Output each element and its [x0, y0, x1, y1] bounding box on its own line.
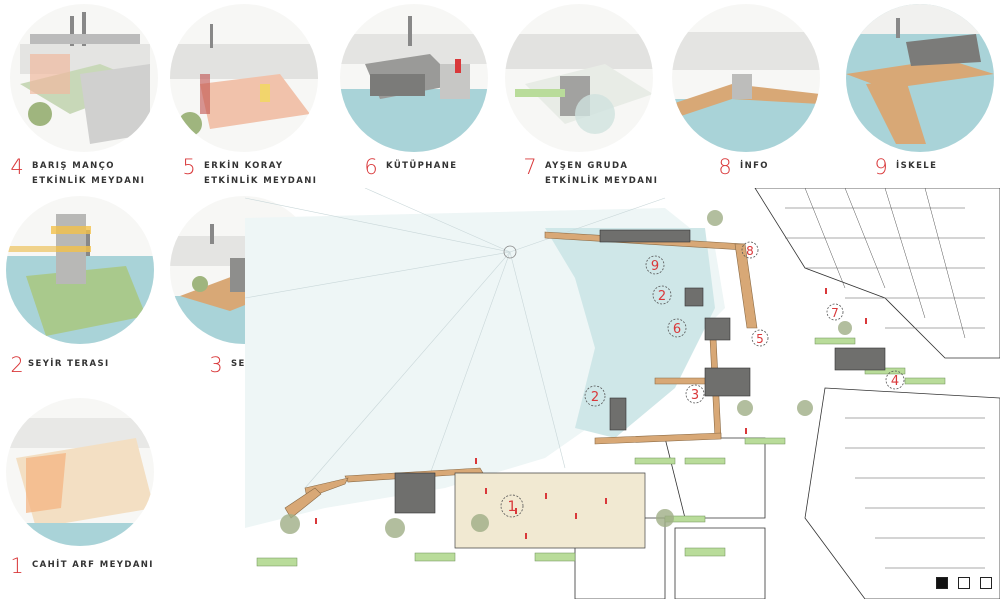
caption-line1: İSKELE — [896, 161, 938, 171]
vignette-iskele — [846, 4, 994, 152]
caption-line1: İNFO — [740, 161, 769, 171]
plan-marker-4: 4 — [885, 370, 905, 390]
caption-number: 7 — [523, 155, 537, 179]
caption-line1: KÜTÜPHANE — [386, 161, 458, 171]
svg-text:6: 6 — [673, 322, 681, 337]
caption-line2: ETKİNLİK MEYDANI — [545, 176, 659, 186]
compass-rose — [503, 245, 517, 259]
waterfront-buildings — [394, 229, 886, 514]
vignette-barismanco — [10, 4, 158, 152]
caption-number: 2 — [10, 353, 24, 377]
vignette-aysengruda — [505, 4, 653, 152]
svg-text:3: 3 — [691, 388, 699, 403]
caption-line1: SEYİR TERASI — [28, 359, 110, 369]
trees — [280, 210, 852, 538]
svg-text:7: 7 — [831, 306, 839, 320]
caption-2: 2 SEYİR TERASI — [6, 355, 110, 376]
caption-8: 8 İNFO — [714, 157, 769, 178]
plan-marker-9: 9 — [645, 255, 665, 275]
caption-number: 8 — [718, 155, 732, 179]
plan-marker-8: 8 — [741, 241, 759, 259]
caption-number: 5 — [182, 155, 196, 179]
caption-number: 9 — [874, 155, 888, 179]
caption-number: 6 — [364, 155, 378, 179]
svg-text:5: 5 — [756, 332, 764, 346]
svg-text:4: 4 — [891, 374, 899, 389]
caption-7: 7 AYŞEN GRUDA ETKİNLİK MEYDANI — [519, 157, 658, 189]
caption-6: 6 KÜTÜPHANE — [360, 157, 457, 178]
caption-line1: ERKİN KORAY — [204, 161, 284, 171]
plan-marker-3: 3 — [685, 384, 705, 404]
plan-marker-2b: 2 — [584, 385, 606, 407]
caption-9: 9 İSKELE — [870, 157, 937, 178]
site-plan: 9 8 2 7 6 5 3 4 2 1 — [245, 188, 1000, 599]
page-indicator-2[interactable] — [958, 577, 970, 589]
page-indicator-3[interactable] — [980, 577, 992, 589]
cahit-arf-square — [454, 472, 646, 549]
plan-marker-7: 7 — [826, 303, 844, 321]
caption-line1: CAHİT ARF MEYDANI — [32, 560, 154, 570]
caption-5: 5 ERKİN KORAY ETKİNLİK MEYDANI — [178, 157, 317, 189]
caption-line2: ETKİNLİK MEYDANI — [32, 176, 146, 186]
page-indicator-1[interactable] — [936, 577, 948, 589]
vignette-seyirterasi — [6, 196, 154, 344]
vignette-cahitarf — [6, 398, 154, 546]
building-grid — [785, 188, 985, 569]
svg-text:1: 1 — [508, 499, 517, 515]
people — [315, 288, 867, 539]
water-shallow — [545, 228, 715, 438]
caption-number: 4 — [10, 155, 24, 179]
plan-marker-5: 5 — [751, 329, 769, 347]
caption-line2: ETKİNLİK MEYDANI — [204, 176, 318, 186]
plan-marker-1: 1 — [500, 494, 524, 518]
plan-marker-2a: 2 — [652, 285, 672, 305]
grass-strips — [256, 337, 946, 567]
vignette-kutuphane — [340, 4, 488, 152]
caption-line1: BARIŞ MANÇO — [32, 161, 115, 171]
svg-text:8: 8 — [746, 244, 754, 258]
caption-line1: AYŞEN GRUDA — [545, 161, 629, 171]
vignette-erkinkoray — [170, 4, 318, 152]
caption-number: 1 — [10, 554, 24, 578]
compass-lines — [245, 188, 666, 489]
caption-4: 4 BARIŞ MANÇO ETKİNLİK MEYDANI — [6, 157, 145, 189]
vignette-info — [672, 4, 820, 152]
svg-text:9: 9 — [651, 259, 659, 274]
plan-markers: 9 8 2 7 6 5 3 4 2 1 — [500, 241, 905, 518]
svg-text:2: 2 — [658, 289, 666, 304]
caption-number: 3 — [209, 353, 223, 377]
svg-text:2: 2 — [591, 390, 599, 405]
caption-1: 1 CAHİT ARF MEYDANI — [6, 556, 154, 577]
plan-marker-6: 6 — [667, 318, 687, 338]
